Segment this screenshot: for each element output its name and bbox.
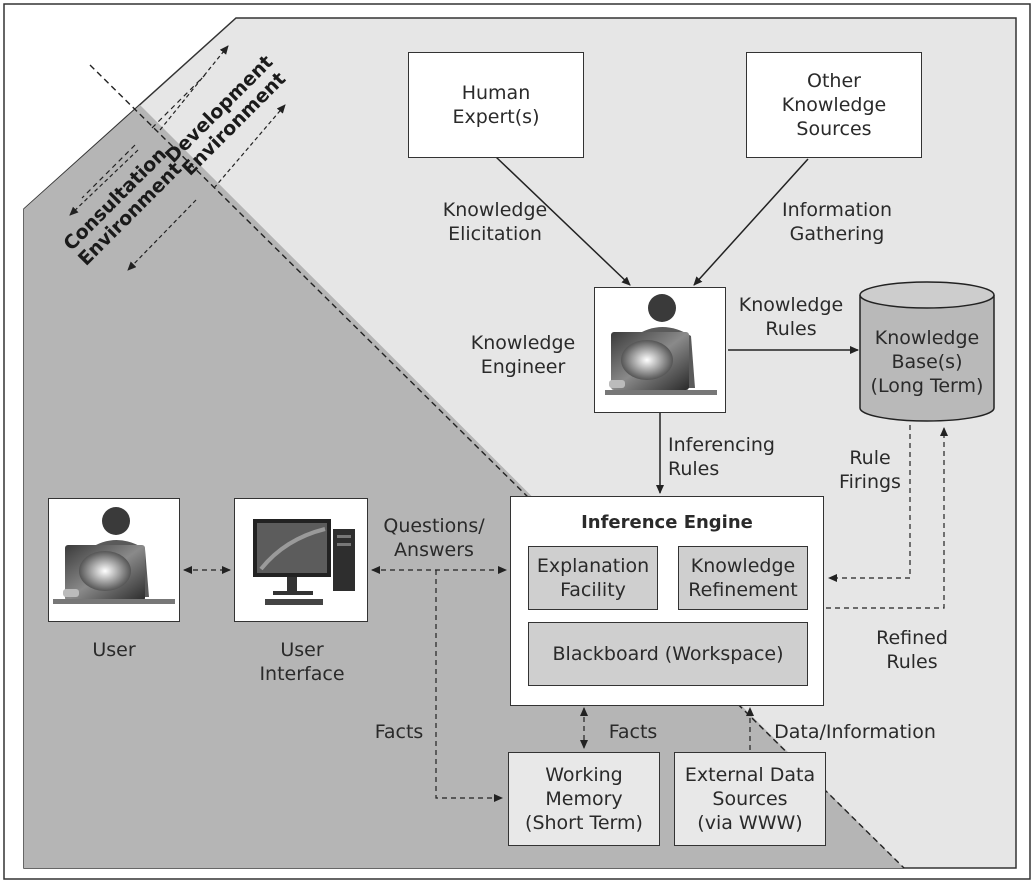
- knowledge-base-label: Knowledge Base(s) (Long Term): [870, 327, 984, 397]
- explanation-facility-box[interactable]: Explanation Facility: [528, 546, 658, 610]
- information-gathering-label: Information Gathering: [782, 199, 892, 245]
- blackboard-label: Blackboard (Workspace): [552, 643, 784, 665]
- knowledge-refinement-box[interactable]: Knowledge Refinement: [678, 546, 808, 610]
- user-interface-label: User Interface: [259, 639, 345, 685]
- env-marker-line-upper: [151, 74, 206, 129]
- human-expert-label: Human Expert(s): [452, 82, 540, 128]
- elicitation-arrow: [495, 156, 631, 286]
- facts-center-label: Facts: [608, 721, 658, 743]
- blackboard-box[interactable]: Blackboard (Workspace): [528, 622, 808, 686]
- knowledge-rules-label: Knowledge Rules: [738, 294, 844, 340]
- gathering-arrow: [693, 158, 809, 286]
- other-sources-box[interactable]: Other Knowledge Sources: [746, 52, 922, 158]
- desktop-computer-icon: [253, 519, 355, 605]
- inferencing-rules-label: Inferencing Rules: [668, 434, 775, 480]
- env-divider-line: [89, 64, 905, 869]
- knowledge-engineer-picture[interactable]: [594, 287, 726, 413]
- knowledge-refinement-label: Knowledge Refinement: [688, 555, 798, 601]
- other-sources-label: Other Knowledge Sources: [781, 70, 887, 140]
- user-interface-picture[interactable]: [234, 498, 368, 622]
- questions-answers-label: Questions/ Answers: [383, 515, 485, 561]
- knowledge-engineer-label: Knowledge Engineer: [470, 332, 576, 378]
- external-data-label: External Data Sources (via WWW): [684, 764, 816, 834]
- person-at-laptop-icon: [53, 507, 175, 604]
- person-at-laptop-icon: [605, 294, 717, 395]
- refined-rules-flow: [826, 427, 948, 609]
- facts-left-label: Facts: [374, 721, 424, 743]
- explanation-facility-label: Explanation Facility: [536, 555, 650, 601]
- working-memory-label: Working Memory (Short Term): [525, 764, 643, 834]
- refined-rules-label: Refined Rules: [876, 627, 948, 673]
- rule-firings-label: Rule Firings: [839, 447, 901, 493]
- user-picture[interactable]: [48, 498, 180, 622]
- inference-engine-title: Inference Engine: [581, 512, 753, 533]
- consultation-arrow-down: [127, 199, 197, 271]
- rule-firings-flow: [828, 425, 911, 582]
- human-expert-box[interactable]: Human Expert(s): [408, 52, 584, 158]
- working-memory-box[interactable]: Working Memory (Short Term): [508, 752, 660, 846]
- data-information-label: Data/Information: [774, 721, 936, 743]
- user-label: User: [92, 639, 136, 661]
- consultation-arrow-up: [69, 149, 139, 216]
- facts-to-memory-flow: [435, 570, 503, 802]
- knowledge-elicitation-label: Knowledge Elicitation: [442, 199, 548, 245]
- knowledge-base-cylinder: [859, 281, 995, 422]
- development-arrow-down: [213, 104, 286, 189]
- external-data-box[interactable]: External Data Sources (via WWW): [674, 752, 826, 846]
- env-marker-line-lower: [81, 144, 136, 199]
